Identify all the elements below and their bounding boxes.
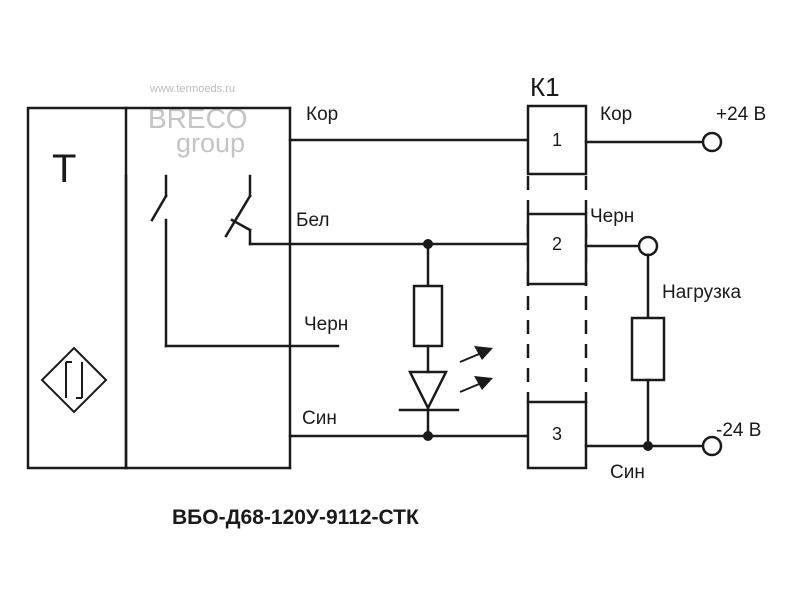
light-arrow-icon (459, 376, 493, 393)
sensor-symbol: T (52, 147, 76, 191)
contact-no (150, 174, 340, 348)
terminal-block-title: К1 (530, 72, 560, 102)
right-side-wiring (584, 131, 723, 457)
terminal-plus (701, 131, 723, 153)
terminal-block-k1: К1 1 2 3 (526, 72, 588, 470)
watermark-group: group (176, 128, 245, 158)
terminal-1-label: 1 (552, 130, 562, 150)
plus-supply-label: +24 В (716, 104, 766, 125)
terminal-minus (701, 435, 723, 457)
load-label: Нагрузка (662, 282, 742, 303)
load-resistor (630, 316, 666, 382)
terminal-3 (526, 400, 588, 470)
watermark: www.termoeds.ru BRECO group (148, 83, 248, 158)
model-caption: ВБО-Д68-120У-9112-СТК (172, 506, 419, 529)
wire-label-bel: Бел (296, 210, 330, 231)
contact-nc (224, 174, 252, 246)
proximity-sensor-icon (40, 346, 108, 414)
minus-supply-label: -24 В (716, 420, 761, 441)
sensor-body: T (26, 106, 292, 470)
terminal-2 (526, 212, 588, 286)
diode-icon (407, 370, 449, 411)
sensor-housing (26, 106, 128, 470)
led-indicator (398, 239, 493, 441)
watermark-url: www.termoeds.ru (149, 83, 235, 95)
wire-label-chern: Черн (304, 314, 348, 335)
terminal-3-label: 3 (552, 424, 562, 444)
wire-label-kor: Кор (306, 104, 338, 125)
right-label-chern: Черн (590, 206, 634, 227)
light-arrow-icon (459, 346, 493, 363)
terminal-1 (526, 104, 588, 176)
terminal-2-label: 2 (552, 234, 562, 254)
right-label-sin: Син (610, 462, 645, 483)
wire-label-sin: Син (302, 408, 337, 429)
right-label-kor: Кор (600, 104, 632, 125)
terminal-load (637, 235, 659, 257)
resistor (412, 284, 444, 348)
